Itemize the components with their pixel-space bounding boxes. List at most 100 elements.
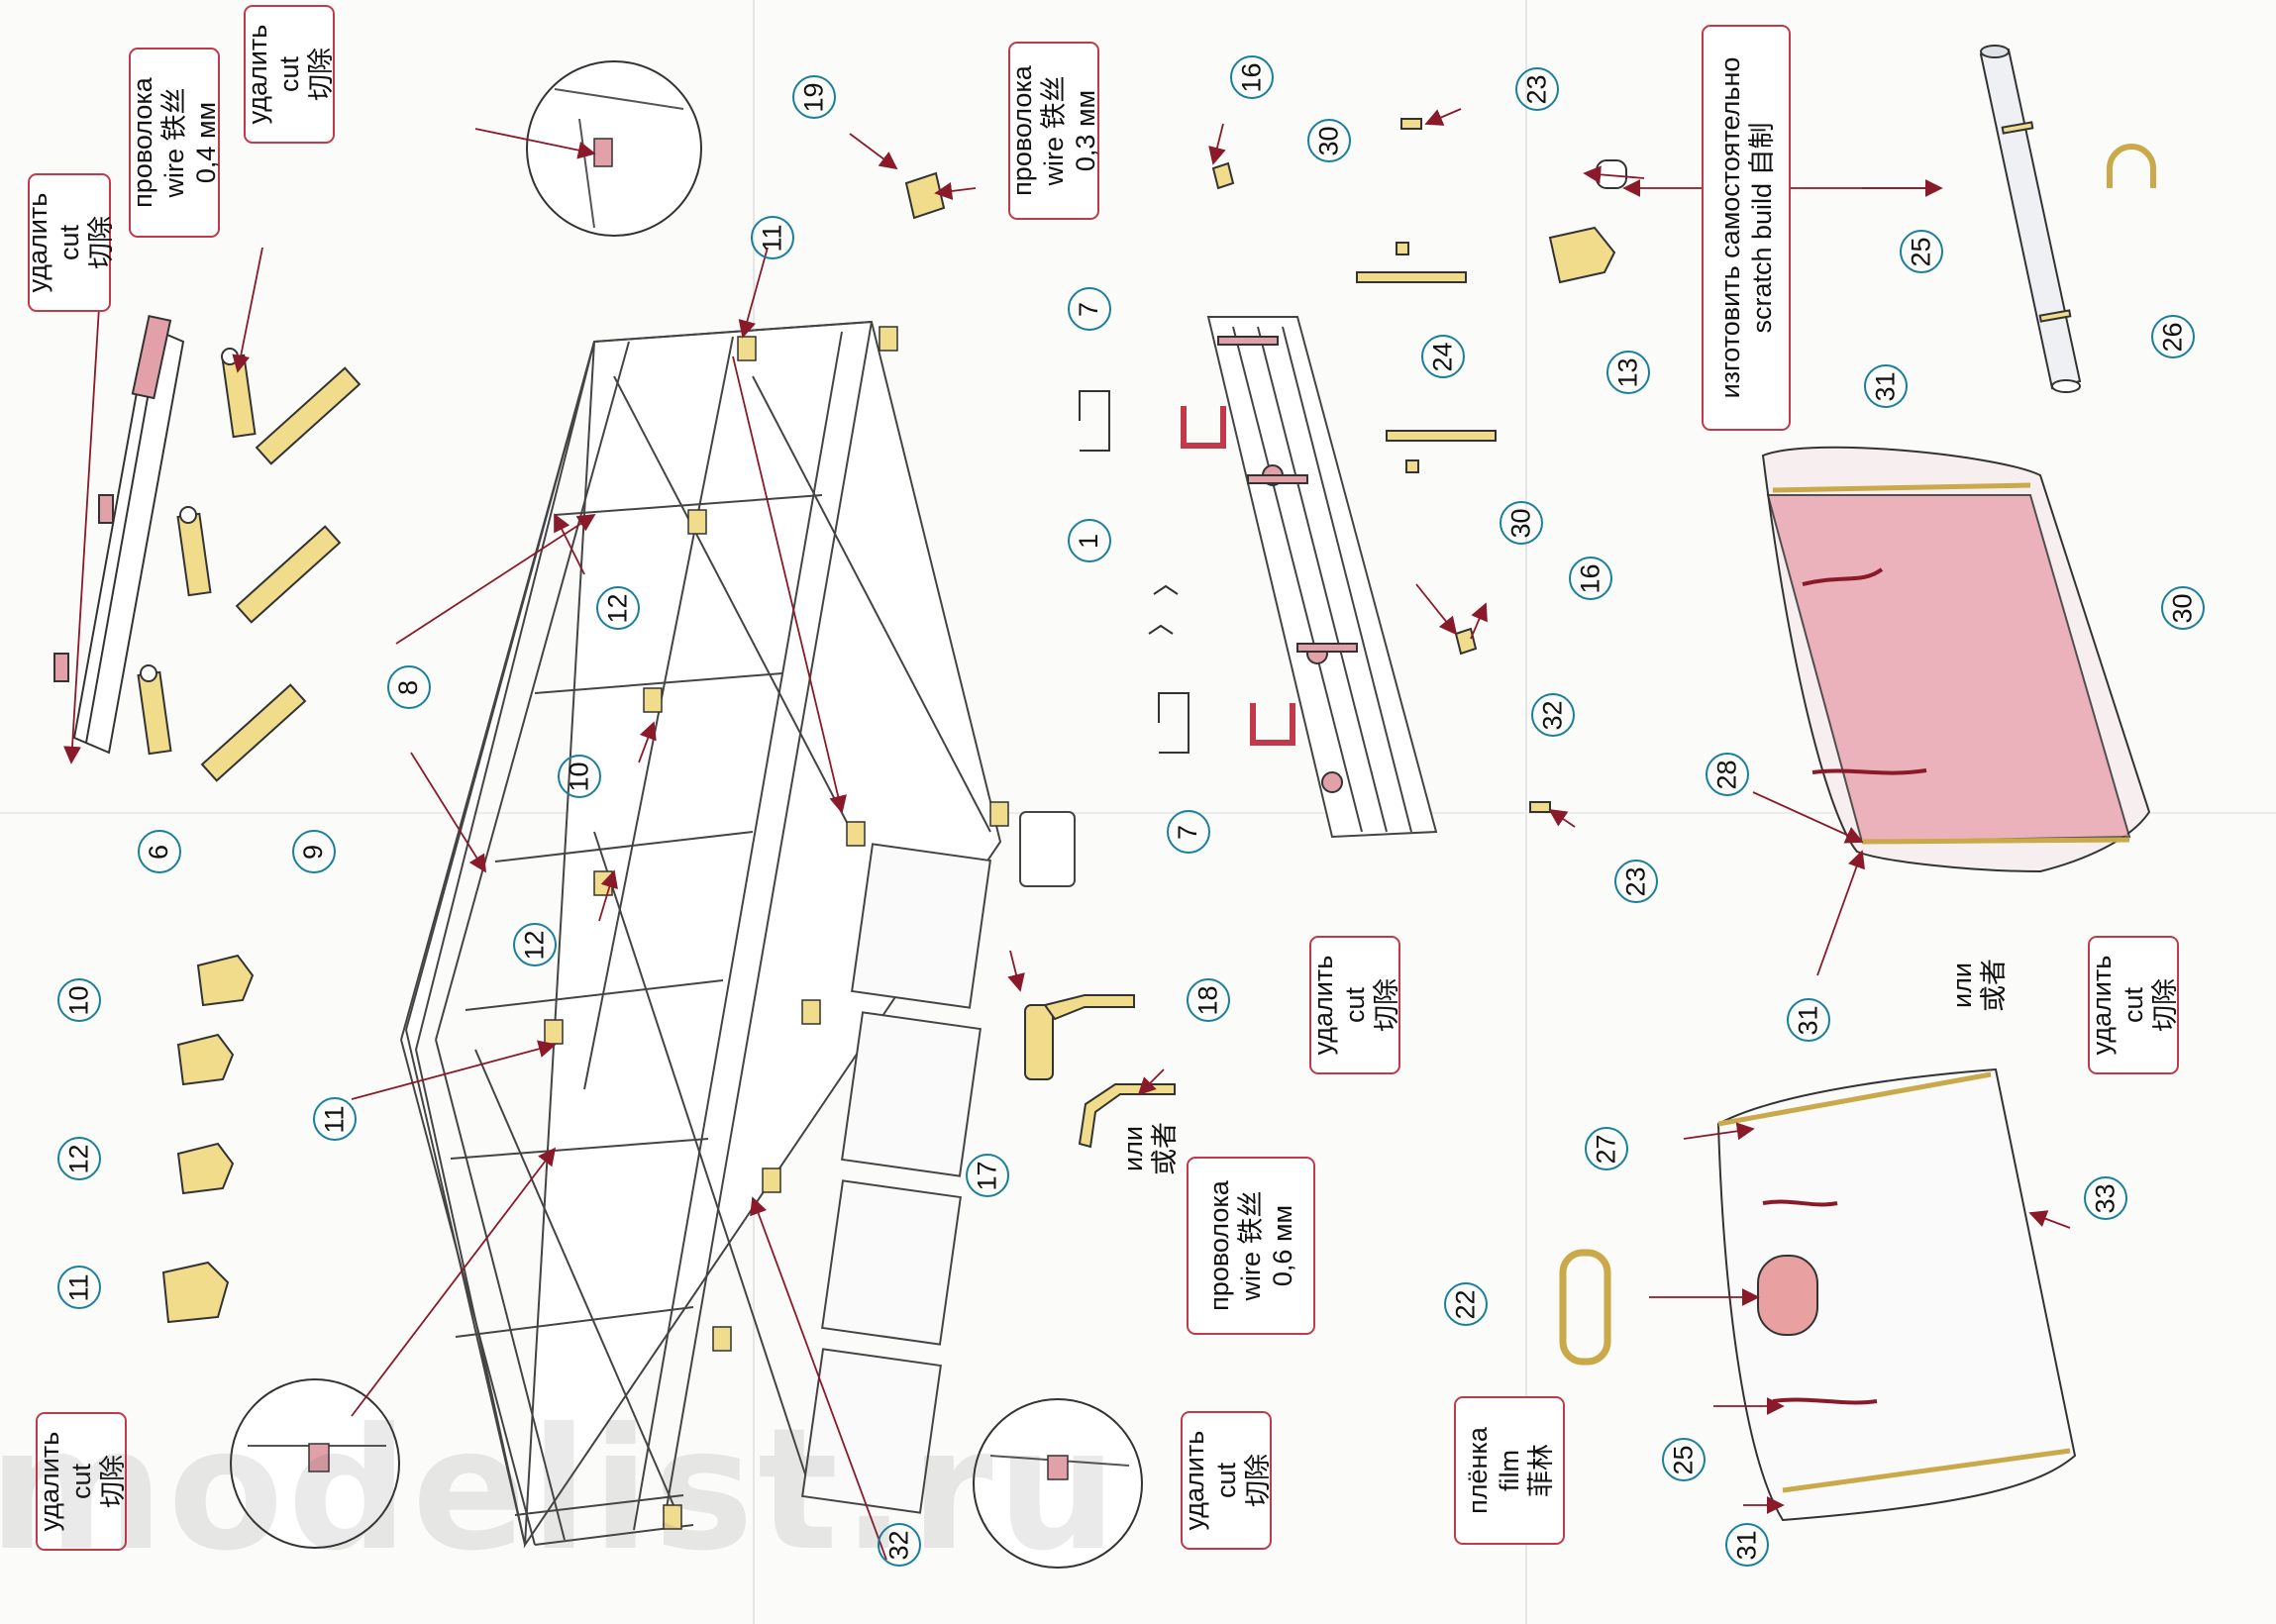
- callout-text: 0,3 мм: [1071, 89, 1100, 172]
- part-number: 28: [1706, 753, 1749, 796]
- tarp-side: [1716, 1067, 2077, 1522]
- part-number: 31: [1787, 998, 1830, 1042]
- part-number: 32: [878, 1523, 921, 1567]
- callout-text: 切除: [2150, 978, 2180, 1032]
- part-number: 10: [57, 978, 101, 1022]
- part-number: 24: [1421, 335, 1465, 378]
- tailgate-handles: [1181, 336, 1358, 793]
- callout-text: 菲林: [1526, 1444, 1556, 1498]
- frame-fittings: [544, 326, 1009, 1530]
- part-number: 25: [1900, 230, 1943, 273]
- part-number: 23: [1515, 67, 1559, 111]
- part-number: 9: [292, 830, 336, 873]
- part-number: 10: [558, 755, 601, 798]
- part-number: 16: [1569, 557, 1612, 600]
- callout-text: 切除: [1243, 1454, 1273, 1507]
- note-text: или: [1118, 1126, 1148, 1171]
- part-number: 26: [2151, 315, 2195, 358]
- note-text: 或者: [1979, 959, 2009, 1012]
- wire-handles: [1079, 390, 1190, 754]
- callout-text: удалить: [23, 192, 52, 293]
- callout-text: проволока: [1204, 1180, 1234, 1311]
- part-number: 11: [751, 216, 794, 259]
- callout-text: удалить: [2087, 955, 2117, 1056]
- truck-body-frame: [400, 320, 1076, 1549]
- part-number: 17: [966, 1154, 1009, 1197]
- roll-tube: [1979, 45, 2082, 393]
- part-number: 1: [1068, 519, 1111, 562]
- part-number: 33: [2084, 1176, 2127, 1220]
- part-number: 11: [57, 1266, 101, 1309]
- part-number: 30: [2161, 586, 2205, 630]
- part-number: 27: [1585, 1127, 1628, 1170]
- part-number: 31: [1725, 1523, 1769, 1567]
- fold-line: [0, 812, 2276, 814]
- callout-text: cut: [54, 224, 84, 261]
- callout-text: проволока: [1007, 65, 1037, 196]
- part-number: 18: [1187, 978, 1230, 1022]
- note-text: 或者: [1150, 1122, 1180, 1175]
- window-frame-part: [1559, 1249, 1611, 1366]
- callout-text: cut: [1340, 986, 1370, 1024]
- part-number: 32: [1531, 693, 1575, 737]
- note-text: или: [1947, 963, 1977, 1008]
- callout-text: 切除: [306, 48, 336, 101]
- part-number: 19: [792, 75, 836, 119]
- part-number: 23: [1614, 860, 1658, 903]
- part-number: 25: [1662, 1438, 1706, 1481]
- small-brackets: [161, 954, 255, 1324]
- callout-text: проволока: [128, 77, 157, 208]
- callout-text: wire 铁丝: [1039, 75, 1069, 186]
- callout-text: cut: [1211, 1462, 1241, 1499]
- side-rail-subassembly: [53, 315, 362, 782]
- callout-text: scratch build 自制: [1747, 122, 1777, 334]
- callout-text: 切除: [86, 216, 116, 269]
- part-number: 11: [313, 1097, 357, 1141]
- callout-text: cut: [2119, 986, 2148, 1024]
- callout-text: 切除: [1372, 978, 1401, 1032]
- part-number: 7: [1068, 287, 1111, 331]
- part-number: 12: [513, 923, 557, 966]
- part-number: 22: [1444, 1282, 1488, 1326]
- pin-parts: [1024, 994, 1176, 1149]
- part-number: 30: [1500, 501, 1543, 545]
- watermark: modelist.ru: [0, 1392, 1121, 1588]
- callout-text: 0,4 мм: [191, 101, 221, 184]
- callout-text: wire 铁丝: [1236, 1190, 1266, 1301]
- clip-part: [904, 171, 946, 220]
- part-number: 12: [596, 586, 640, 630]
- tailgate-panel: [1206, 316, 1438, 839]
- callout-text: film: [1495, 1450, 1524, 1492]
- part-number: 16: [1230, 55, 1274, 99]
- callout-text: удалить: [1180, 1430, 1209, 1531]
- callout-text: 0,6 мм: [1268, 1204, 1297, 1287]
- callout-text: изготовить самостоятельно: [1715, 56, 1745, 399]
- callout-text: cut: [274, 55, 304, 93]
- callout-text: удалить: [1308, 955, 1338, 1056]
- callout-text: удалить: [243, 24, 272, 125]
- staple-part: [2107, 144, 2156, 188]
- part-number: 30: [1307, 119, 1351, 162]
- part-number: 31: [1864, 364, 1908, 408]
- part-number: 12: [57, 1137, 101, 1180]
- part-number: 6: [138, 830, 181, 873]
- callout-text: wire 铁丝: [159, 87, 189, 198]
- part-number: 13: [1606, 351, 1650, 394]
- part-number: 8: [387, 665, 431, 709]
- callout-text: плёнка: [1463, 1427, 1493, 1514]
- part-number: 7: [1167, 810, 1210, 854]
